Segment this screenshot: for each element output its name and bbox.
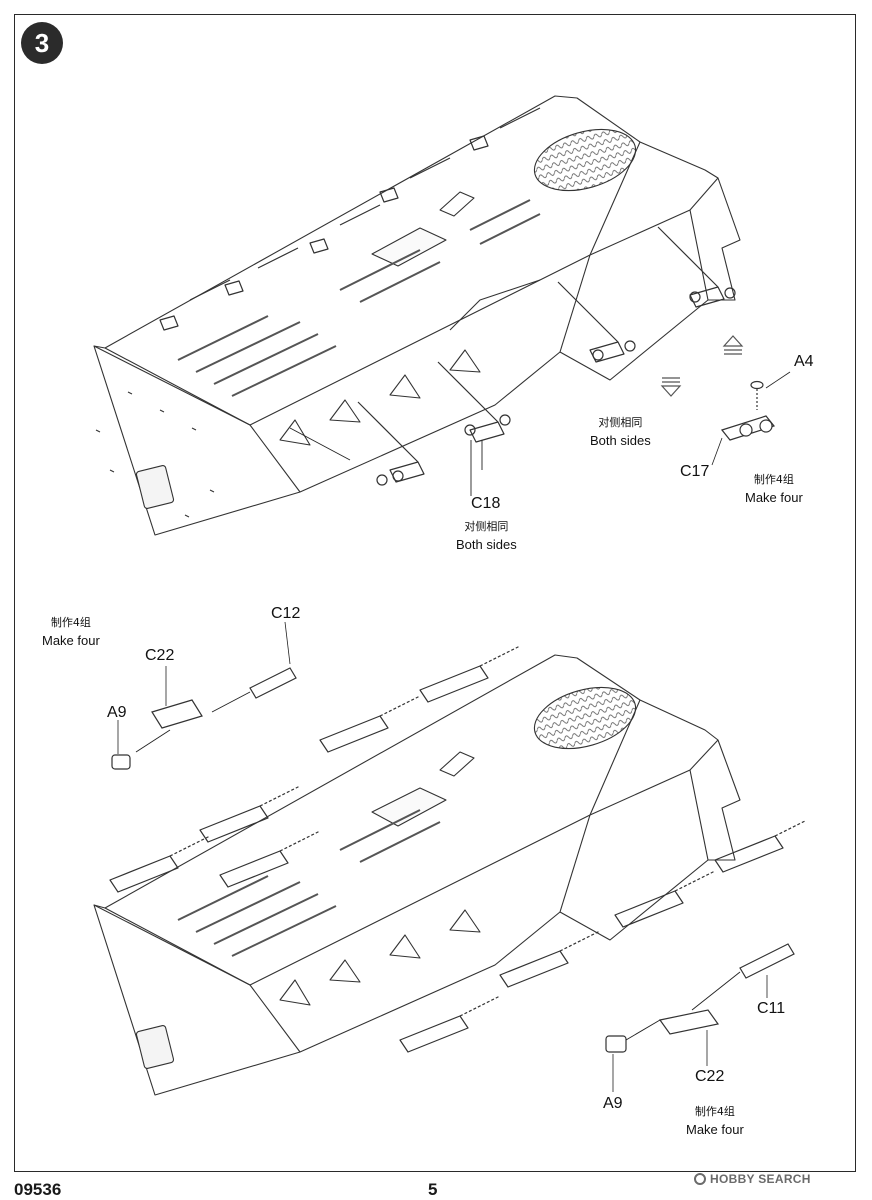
page-number: 5 <box>428 1180 438 1199</box>
note-en: Make four <box>42 633 100 648</box>
note-en: Both sides <box>456 537 517 552</box>
note-cn: 对侧相同 <box>464 520 509 533</box>
note-make-four-right: 制作4组 Make four <box>686 1103 744 1139</box>
bottom-hull-drawing <box>93 645 806 1096</box>
watermark: HOBBY SEARCH <box>694 1172 811 1186</box>
note-en: Both sides <box>590 433 651 448</box>
note-cn: 制作4组 <box>50 616 91 629</box>
hobby-search-logo-icon <box>694 1173 706 1185</box>
note-cn: 制作4组 <box>753 473 794 486</box>
note-cn: 制作4组 <box>694 1105 735 1118</box>
note-both-sides-right: 对侧相同 Both sides <box>590 414 651 450</box>
top-hull-drawing <box>93 95 741 536</box>
part-label-a9-right: A9 <box>603 1095 623 1112</box>
note-cn: 对侧相同 <box>598 416 643 429</box>
part-label-a9-left: A9 <box>107 704 127 721</box>
note-make-four-left: 制作4组 Make four <box>42 614 100 650</box>
part-label-c11: C11 <box>757 1000 786 1017</box>
part-label-c22-left: C22 <box>145 647 175 664</box>
a4-c17-detail <box>711 371 791 466</box>
note-en: Make four <box>745 490 803 505</box>
arrow-down-icon <box>660 377 682 397</box>
part-label-c18: C18 <box>471 495 501 512</box>
note-make-four-top: 制作4组 Make four <box>745 471 803 507</box>
part-label-a4: A4 <box>794 353 814 370</box>
page-frame <box>14 14 856 1172</box>
product-code: 09536 <box>14 1180 62 1199</box>
note-en: Make four <box>686 1122 744 1137</box>
c12-c22-a9-left-detail <box>111 621 297 770</box>
note-both-sides-bottom: 对侧相同 Both sides <box>456 518 517 554</box>
part-label-c12: C12 <box>271 605 301 622</box>
part-label-c17: C17 <box>680 463 710 480</box>
c11-c22-a9-right-detail <box>605 943 795 1092</box>
step-number-badge: 3 <box>21 22 63 64</box>
part-label-c22-right: C22 <box>695 1068 725 1085</box>
watermark-text: HOBBY SEARCH <box>710 1172 811 1186</box>
arrow-up-icon <box>722 335 744 355</box>
